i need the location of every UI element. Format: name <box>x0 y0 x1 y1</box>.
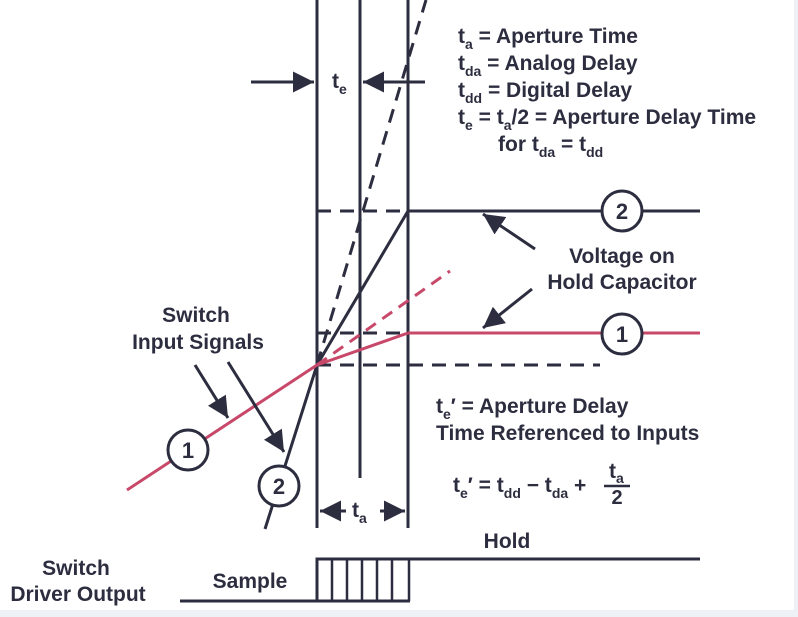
marker-1-label: 1 <box>616 322 628 347</box>
capacitor-arrow-down <box>482 287 533 330</box>
formula-denominator: 2 <box>611 487 622 509</box>
signal1-extrapolation-dashed <box>316 269 451 367</box>
te-prime-formula: te′ = tdd − tda + ta 2 <box>453 460 630 509</box>
waveform-trace <box>180 557 700 603</box>
legend-analog-delay: tda = Analog Delay <box>458 52 638 79</box>
marker-2-label: 2 <box>616 199 628 224</box>
input-arrow-1 <box>193 364 230 419</box>
hold-label: Hold <box>484 530 531 553</box>
te-prime-description-line1: te′ = Aperture Delay <box>436 395 629 422</box>
marker-2-hold: 2 <box>600 189 644 233</box>
te-prime-description-line2: Time Referenced to Inputs <box>436 422 699 445</box>
marker-2-input: 2 <box>257 464 301 508</box>
sample-label: Sample <box>213 570 288 593</box>
marker-1-hold: 1 <box>600 312 644 356</box>
signal2-extrapolation-dashed <box>315 0 428 366</box>
capacitor-arrow-up <box>482 212 536 251</box>
signal2-charge-line <box>315 210 410 366</box>
legend-aperture-delay-time: te = ta/2 = Aperture Delay Time <box>458 106 756 133</box>
switch-label: Switch <box>162 304 230 327</box>
legend: ta = Aperture Time tda = Analog Delay td… <box>458 25 756 160</box>
signal1-charge-line <box>316 331 409 367</box>
te-dimension-label: te <box>332 70 347 97</box>
formula-expression: te′ = tdd − tda + <box>453 474 586 501</box>
switch-driver-label-line2: Driver Output <box>10 583 145 606</box>
switch-driver-label-line1: Switch <box>42 557 110 580</box>
ta-dimension-label: ta <box>352 499 367 526</box>
switch-driver-waveform <box>180 557 700 603</box>
input-signals-label: Input Signals <box>132 331 264 354</box>
legend-aperture-time: ta = Aperture Time <box>458 25 638 52</box>
signal1-input-line <box>126 363 318 492</box>
voltage-on-label: Voltage on <box>569 245 675 268</box>
formula-numerator: ta <box>609 460 624 486</box>
marker-2-input-label: 2 <box>273 474 285 499</box>
input-arrow-2 <box>226 361 286 453</box>
marker-1-input: 1 <box>166 428 210 472</box>
legend-digital-delay: tdd = Digital Delay <box>458 79 632 106</box>
hold-capacitor-label: Hold Capacitor <box>547 271 696 294</box>
marker-1-input-label: 1 <box>182 438 194 463</box>
legend-condition: for tda = tdd <box>498 133 603 160</box>
